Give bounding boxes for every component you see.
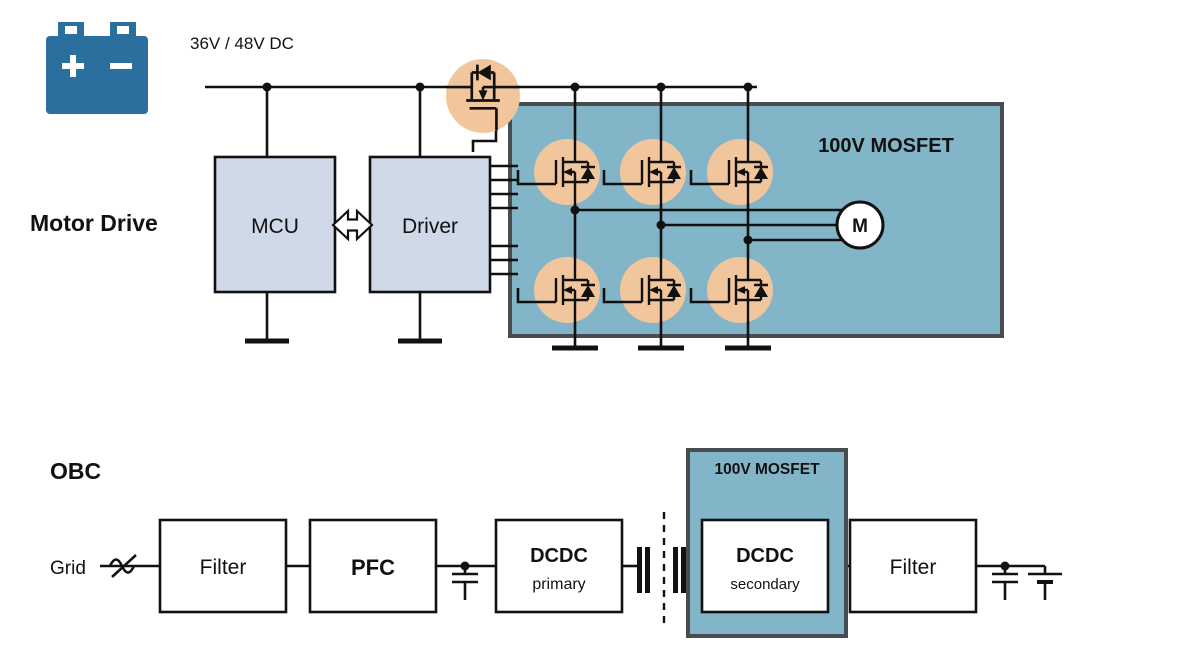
dc-link-capacitor-icon [452,566,478,600]
mcu-label: MCU [251,215,299,238]
low-side-mosfet-1 [532,255,602,325]
low-side-mosfet-2 [618,255,688,325]
filter-in-box [158,518,288,614]
low-side-mosfet-3 [705,255,775,325]
reverse-protection-mosfet [444,57,522,152]
output-battery-icon [1028,566,1062,600]
filter-out-label: Filter [890,556,937,579]
dcdc-secondary-label: DCDC [736,545,794,567]
dcdc-primary-label: DCDC [530,545,588,567]
filter-in-label: Filter [200,556,247,579]
motor-drive-title: Motor Drive [30,210,158,236]
motor-label: M [852,216,868,237]
mcu-box [213,155,337,294]
mosfet-panel-label: 100V MOSFET [818,135,954,157]
transformer-icon [637,547,686,593]
junction-dots-obc [460,561,1010,571]
high-side-mosfet-2 [618,137,688,207]
driver-gate-wires [490,164,518,276]
dcdc-secondary-sublabel: secondary [730,576,800,593]
voltage-label: 36V / 48V DC [190,34,294,53]
pfc-box [308,518,438,614]
filter-out-box [848,518,978,614]
ac-source-icon [108,554,137,578]
mosfet-gate-jogs [516,170,709,304]
high-side-mosfet-1 [532,137,602,207]
output-capacitor-icon [992,566,1018,600]
motor-circle [835,200,885,250]
battery-icon [46,22,148,114]
pfc-label: PFC [351,555,395,580]
driver-box [368,155,492,294]
dcdc-primary-box [494,518,624,614]
junction-dots-motor-drive [262,82,753,245]
inverter-mosfets [516,137,775,325]
obc-title: OBC [50,458,101,484]
reverse-protection-gate-wire [471,131,498,152]
grid-label: Grid [50,558,86,579]
obc-mosfet-panel-label: 100V MOSFET [714,461,820,478]
mcu-driver-arrow-icon [331,208,374,242]
phase-legs [552,87,842,351]
high-side-mosfet-3 [705,137,775,207]
driver-label: Driver [402,215,458,238]
dcdc-secondary-box [700,518,830,614]
dcdc-primary-sublabel: primary [532,576,585,593]
